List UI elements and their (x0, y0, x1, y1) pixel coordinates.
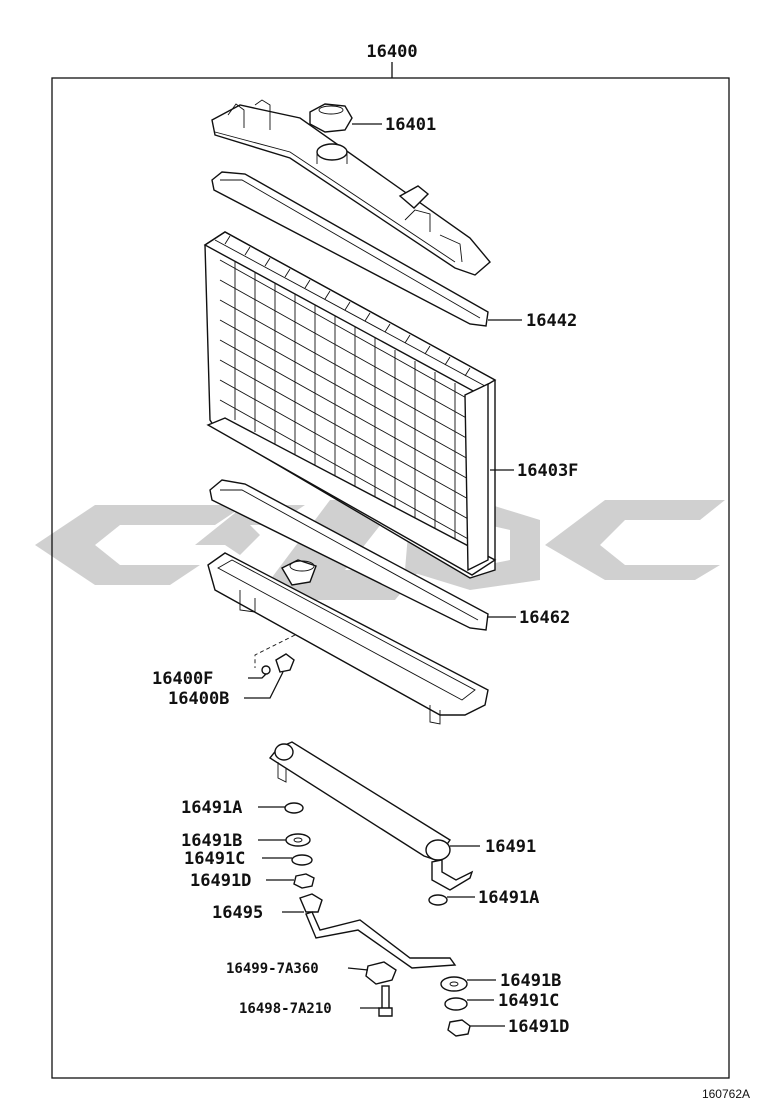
part-label-16499: 16499-7A360 (226, 961, 319, 977)
oil-cooler (268, 741, 474, 891)
oil-cooler-pipe (299, 893, 457, 969)
part-label-16491B-top: 16491B (181, 831, 242, 851)
drain-cock (261, 653, 295, 675)
part-label-16491D-bottom: 16491D (508, 1017, 569, 1037)
part-label-16495: 16495 (212, 903, 263, 923)
part-label-16401: 16401 (385, 115, 436, 135)
part-label-16442: 16442 (526, 311, 577, 331)
part-label-16491A-top: 16491A (181, 798, 242, 818)
bolt-16498 (378, 985, 393, 1017)
upper-tank (211, 99, 491, 276)
washer-16491A-top (284, 802, 304, 814)
nut-16491D-bottom (447, 1019, 471, 1037)
part-label-16400F: 16400F (152, 669, 213, 689)
washer-16491B-top (285, 833, 311, 847)
part-label-16462: 16462 (519, 608, 570, 628)
radiator-core (203, 231, 497, 579)
part-label-16491B-bottom: 16491B (500, 971, 561, 991)
part-label-16491A-right: 16491A (478, 888, 539, 908)
lower-tank (207, 552, 489, 725)
part-label-16491C-bottom: 16491C (498, 991, 559, 1011)
clamp-16499 (365, 961, 397, 985)
radiator-cap (309, 103, 353, 133)
part-label-16403F: 16403F (517, 461, 578, 481)
washer-16491C-top (291, 854, 313, 866)
reference-code: 160762A (702, 1087, 750, 1101)
lower-gasket (209, 479, 489, 631)
upper-gasket (211, 171, 489, 327)
part-label-16491: 16491 (485, 837, 536, 857)
part-label-16400B: 16400B (168, 689, 229, 709)
washer-16491B-bottom (440, 976, 468, 992)
washer-16491C-bottom (444, 997, 468, 1011)
assembly-frame (51, 77, 730, 1079)
washer-16491A-right (428, 894, 448, 906)
nut-16491D-top (293, 873, 315, 889)
part-label-16491D-top: 16491D (190, 871, 251, 891)
assembly-label: 16400 (366, 42, 417, 62)
part-label-16491C-top: 16491C (184, 849, 245, 869)
part-label-16498: 16498-7A210 (239, 1001, 332, 1017)
